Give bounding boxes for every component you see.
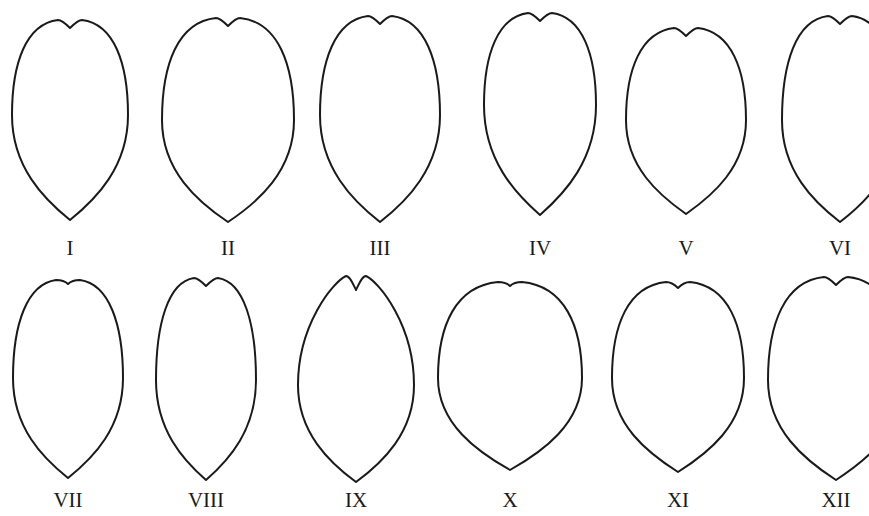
- seed-outline: [782, 16, 869, 222]
- seed-outline: [626, 28, 746, 214]
- roman-numeral: XII: [821, 490, 850, 511]
- roman-numeral: VII: [53, 490, 82, 511]
- roman-numeral: I: [67, 238, 74, 259]
- roman-numeral: IV: [529, 238, 551, 259]
- roman-numeral: V: [678, 238, 693, 259]
- seed-outline: [156, 278, 256, 480]
- roman-numeral: III: [370, 238, 391, 259]
- roman-numeral: XI: [667, 490, 689, 511]
- seed-outline: [438, 282, 582, 470]
- seed-outline: [612, 282, 744, 472]
- seed-outline: [298, 276, 414, 482]
- seed-outline: [12, 20, 128, 220]
- roman-numeral: IX: [345, 490, 367, 511]
- seed-outline: [768, 277, 869, 480]
- roman-numeral: VIII: [188, 490, 224, 511]
- seed-outline: [162, 18, 294, 222]
- seed-outline: [484, 13, 596, 215]
- roman-numeral: X: [502, 490, 517, 511]
- roman-numeral: VI: [829, 238, 851, 259]
- seed-outline: [13, 280, 123, 478]
- seed-outline: [320, 16, 440, 222]
- roman-numeral: II: [221, 238, 235, 259]
